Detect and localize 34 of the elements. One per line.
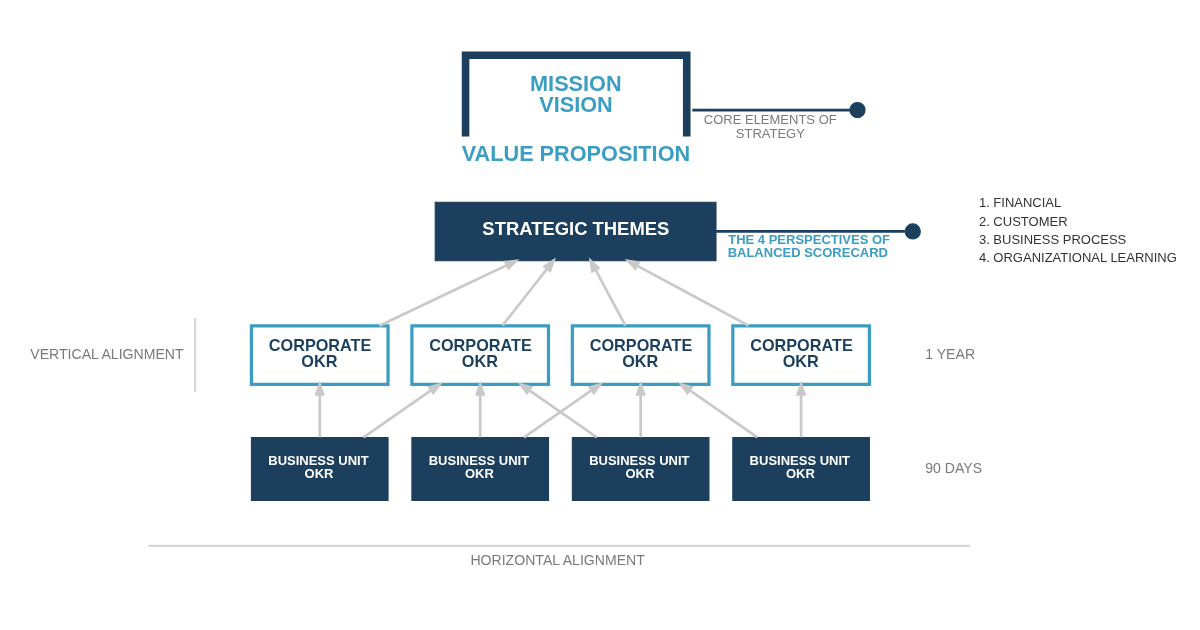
node-box: BUSINESS UNIT OKR bbox=[250, 436, 389, 501]
node-box: CORPORATE OKR bbox=[410, 323, 551, 386]
arrow bbox=[501, 257, 556, 326]
arrow bbox=[635, 380, 646, 437]
edge-label: CORE ELEMENTS OF STRATEGY bbox=[703, 111, 837, 141]
label: 2. CUSTOMER bbox=[978, 213, 1068, 229]
node-box: CORPORATE OKR bbox=[249, 323, 390, 386]
label: 4. ORGANIZATIONAL LEARNING bbox=[978, 249, 1177, 265]
node-box: CORPORATE OKR bbox=[570, 323, 711, 386]
label: 90 DAYS bbox=[925, 459, 983, 476]
node-box: CORPORATE OKR bbox=[731, 323, 872, 386]
label: 1. FINANCIAL bbox=[978, 194, 1062, 210]
arrow bbox=[795, 380, 807, 437]
arrow bbox=[474, 380, 486, 437]
arrow bbox=[362, 381, 443, 438]
node-box: BUSINESS UNIT OKR bbox=[411, 436, 550, 501]
arrow bbox=[588, 256, 627, 326]
node-box: BUSINESS UNIT OKR bbox=[732, 436, 870, 501]
arrow bbox=[678, 381, 759, 438]
label: VERTICAL ALIGNMENT bbox=[30, 345, 184, 362]
arrow bbox=[624, 258, 750, 327]
node-text: MISSION VISION VALUE PROPOSITION bbox=[461, 70, 691, 166]
node-box: BUSINESS UNIT OKR bbox=[571, 436, 710, 501]
arrow bbox=[378, 258, 520, 327]
node-box: STRATEGIC THEMES bbox=[434, 201, 717, 261]
label: 1 YEAR bbox=[925, 345, 976, 362]
label: 3. BUSINESS PROCESS bbox=[978, 231, 1127, 247]
connector bbox=[716, 229, 905, 233]
connector bbox=[692, 108, 850, 111]
edge-label: THE 4 PERSPECTIVES OF BALANCED SCORECARD bbox=[727, 231, 891, 260]
arrow bbox=[314, 380, 326, 437]
label: HORIZONTAL ALIGNMENT bbox=[470, 551, 645, 568]
node-circle bbox=[849, 101, 866, 118]
node-circle bbox=[904, 222, 921, 240]
